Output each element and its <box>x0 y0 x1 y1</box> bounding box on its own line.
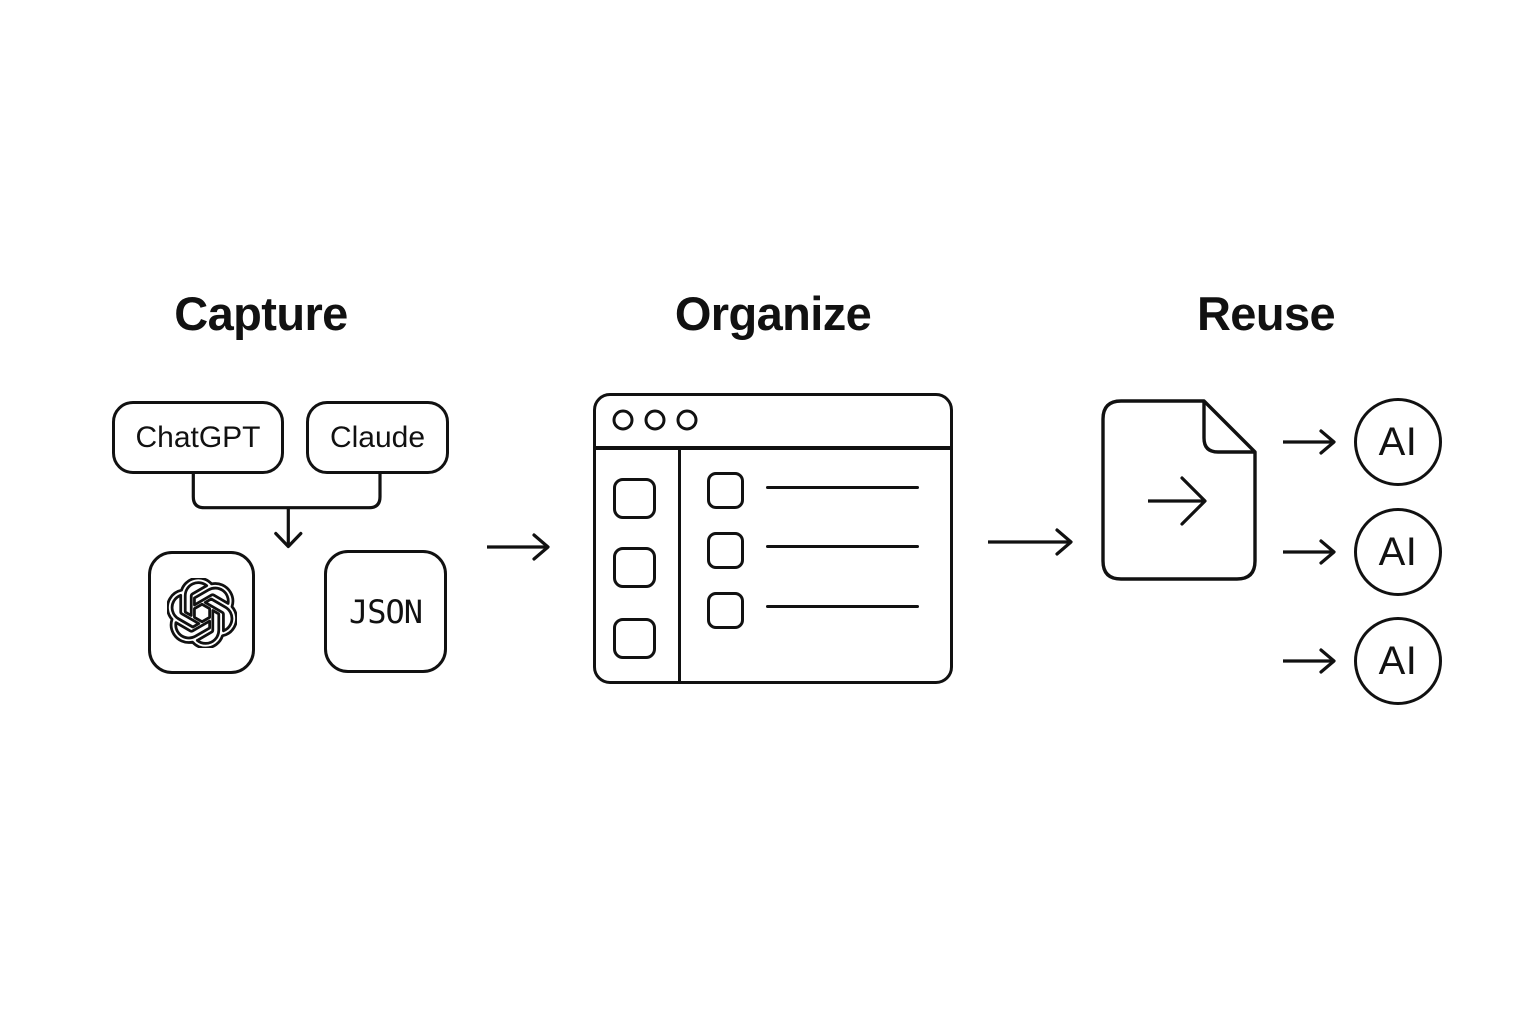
fold-corner <box>1202 401 1254 454</box>
claude-chip-label: Claude <box>329 420 426 454</box>
sidebar-tile-icon <box>612 617 656 659</box>
sidebar-tile-icon <box>612 546 656 588</box>
reuse-title: Reuse <box>1196 287 1336 340</box>
organize-title: Organize <box>674 287 872 340</box>
chatgpt-chip-label: ChatGPT <box>135 420 261 454</box>
arrow-right-icon <box>1180 476 1207 526</box>
merge-bracket-arrow-down-icon <box>191 472 382 549</box>
openai-logo-icon <box>166 577 237 648</box>
ai-node-circle: AI <box>1354 508 1442 596</box>
chatgpt-chip: ChatGPT <box>112 401 284 474</box>
list-checkbox-icon <box>706 591 744 629</box>
sidebar-tile-icon <box>612 477 656 519</box>
titlebar-divider <box>596 446 950 450</box>
sidebar-divider <box>677 449 681 681</box>
branch-arrow-right-icon <box>1283 648 1336 674</box>
flow-arrow-right-icon <box>988 528 1073 556</box>
list-row-line <box>765 545 919 549</box>
window-traffic-dots-icon <box>612 409 698 431</box>
branch-arrow-right-icon <box>1283 429 1336 455</box>
ai-node-label: AI <box>1378 530 1418 574</box>
list-checkbox-icon <box>706 531 744 569</box>
json-tile: JSON <box>324 550 447 673</box>
openai-tile <box>148 551 255 674</box>
list-row-line <box>765 605 919 609</box>
ai-node-label: AI <box>1378 639 1418 683</box>
export-document-icon <box>1101 399 1257 581</box>
branch-arrow-right-icon <box>1283 539 1336 565</box>
capture-title: Capture <box>174 287 348 340</box>
json-tile-label: JSON <box>348 592 423 631</box>
browser-window-icon <box>593 393 953 684</box>
ai-node-circle: AI <box>1354 617 1442 705</box>
ai-node-circle: AI <box>1354 398 1442 486</box>
flow-arrow-right-icon <box>487 533 550 561</box>
list-checkbox-icon <box>706 471 744 509</box>
list-row-line <box>765 486 919 490</box>
ai-node-label: AI <box>1378 420 1418 464</box>
claude-chip: Claude <box>306 401 449 474</box>
